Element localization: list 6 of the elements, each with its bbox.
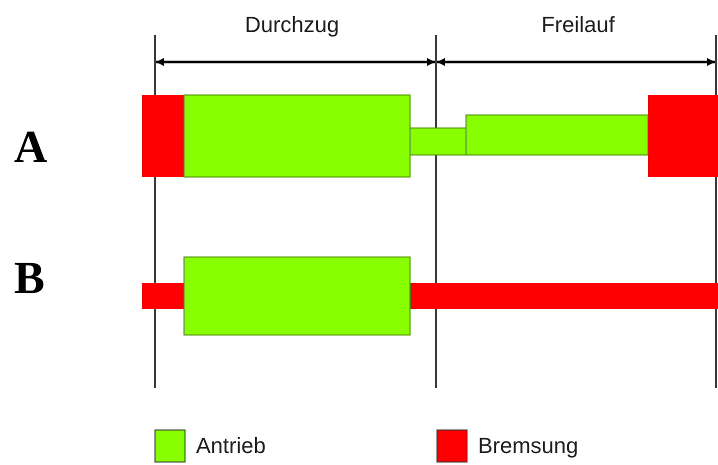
period-label: Durchzug [244, 14, 340, 36]
row-label: B [14, 255, 45, 301]
legend-label: Bremsung [478, 435, 578, 457]
period-label: Freilauf [541, 14, 615, 36]
row-label: A [14, 124, 48, 170]
legend-label: Antrieb [196, 435, 266, 457]
